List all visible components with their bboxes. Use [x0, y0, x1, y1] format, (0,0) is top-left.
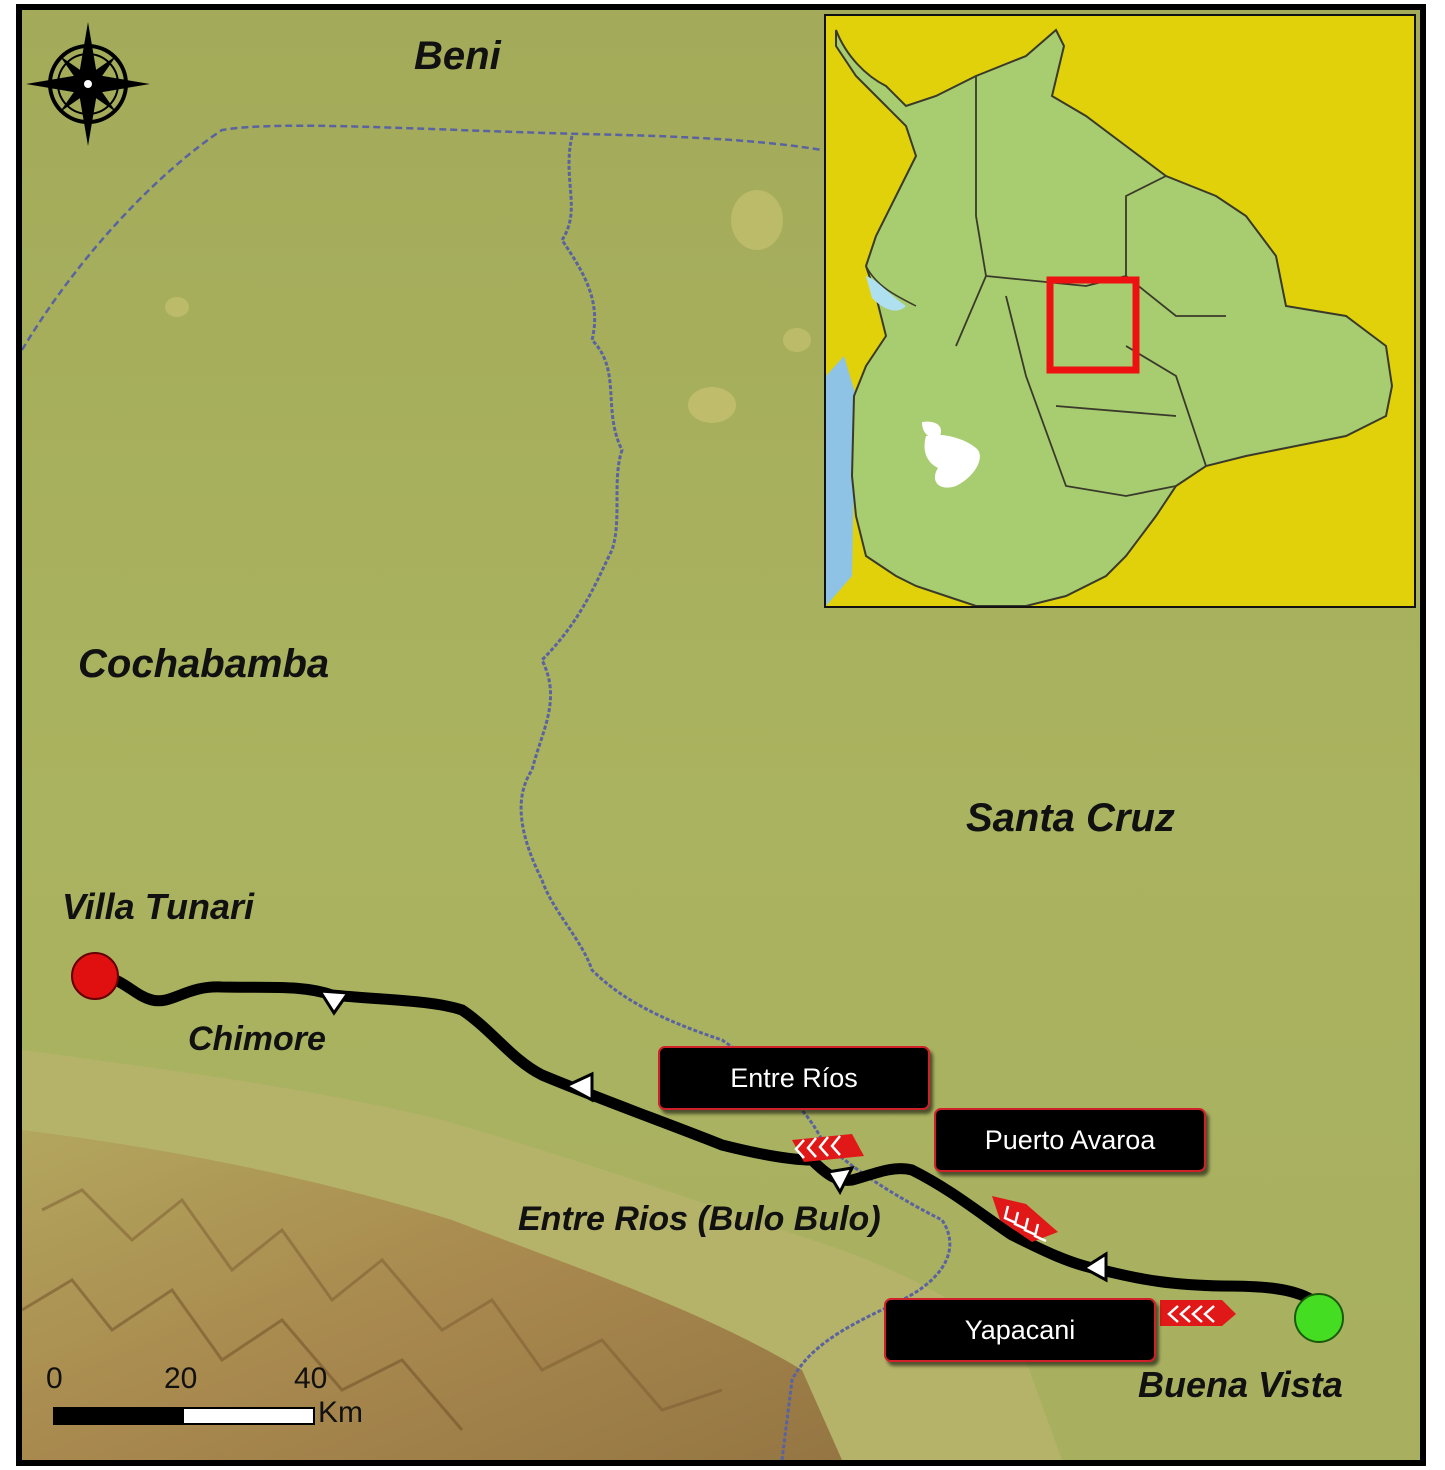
callout-yapacani: Yapacani	[884, 1298, 1156, 1362]
scale-tick-20: 20	[164, 1362, 198, 1395]
direction-chevron-icon	[1160, 1300, 1236, 1326]
route-arrow-icon	[317, 989, 351, 1016]
inset-map-drawing	[826, 16, 1414, 606]
scale-tick-40: 40	[294, 1362, 328, 1395]
ridge-lines	[22, 1278, 464, 1431]
route-arrow-icon	[825, 1166, 855, 1196]
map-frame: Beni Cochabamba Santa Cruz Villa Tunari …	[16, 4, 1426, 1466]
lake	[866, 276, 906, 311]
wetland	[783, 328, 811, 352]
scale-unit: Km	[318, 1396, 363, 1429]
end-marker	[1294, 1293, 1344, 1343]
mountain-range	[22, 1130, 842, 1460]
wetland	[165, 297, 189, 317]
region-label-east: Santa Cruz	[966, 796, 1175, 840]
compass-rose-icon	[26, 22, 150, 146]
wetland	[688, 387, 736, 423]
wetland	[731, 190, 783, 250]
department-boundary	[22, 124, 823, 351]
callout-entre-rios: Entre Ríos	[658, 1046, 930, 1110]
region-label-north: Beni	[414, 34, 501, 78]
ridge-lines	[41, 1188, 723, 1412]
town-label-chimore: Chimore	[188, 1020, 326, 1058]
ocean	[826, 356, 856, 606]
town-label-start: Villa Tunari	[62, 886, 255, 927]
start-marker	[71, 952, 119, 1000]
region-label-west: Cochabamba	[78, 642, 330, 686]
direction-chevron-icon	[792, 1134, 864, 1162]
town-label-bulo-bulo: Entre Rios (Bulo Bulo)	[518, 1200, 881, 1238]
inset-locator-map	[824, 14, 1416, 608]
scale-tick-0: 0	[46, 1362, 63, 1395]
direction-chevron-icon	[992, 1196, 1058, 1243]
locator-box	[1046, 276, 1140, 374]
callout-puerto-avaroa: Puerto Avaroa	[934, 1108, 1206, 1172]
salt-flat	[922, 421, 942, 438]
scale-bar	[53, 1407, 315, 1425]
department-borders	[955, 76, 1226, 497]
route-arrow-icon	[562, 1071, 594, 1103]
town-label-end: Buena Vista	[1138, 1364, 1343, 1405]
route-arrow-icon	[1081, 1251, 1108, 1283]
salt-flat	[924, 434, 980, 488]
